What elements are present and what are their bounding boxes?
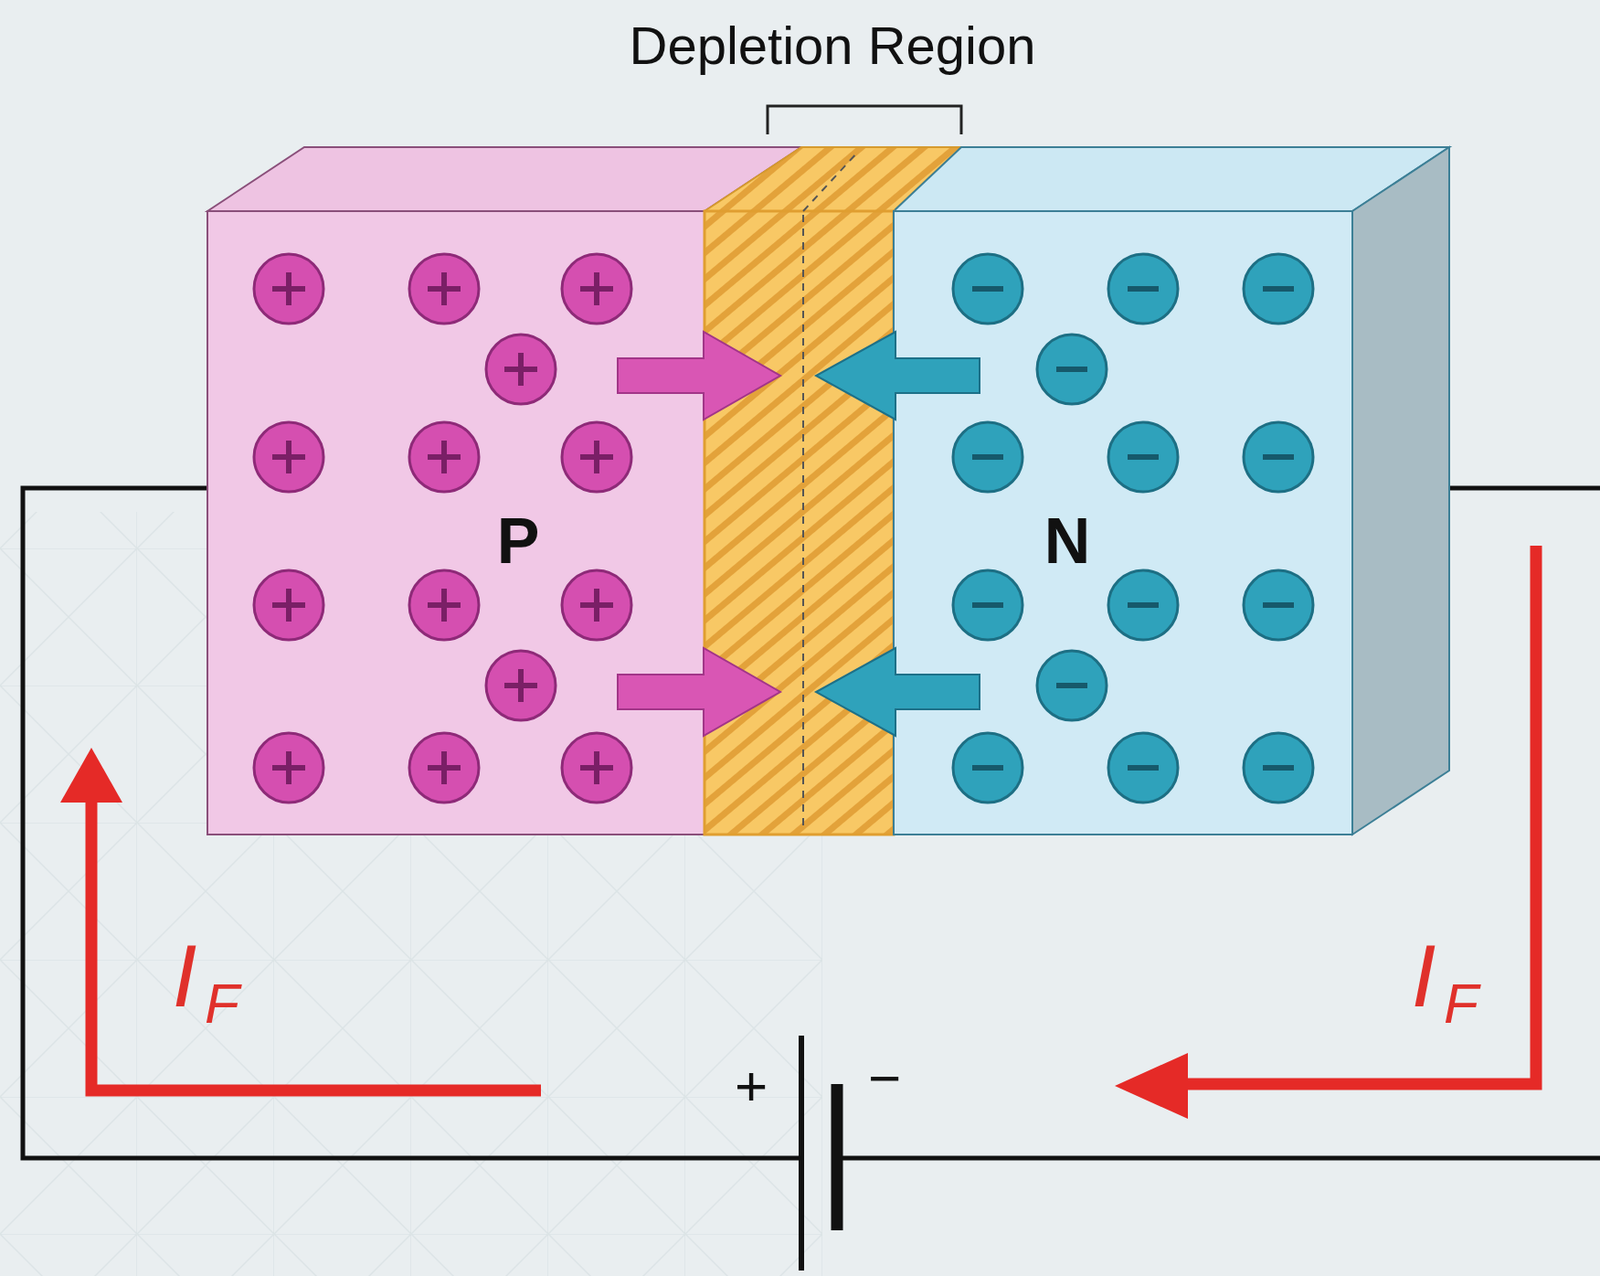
electron-carrier — [1037, 650, 1107, 721]
region-letter: N — [1044, 508, 1092, 573]
hole-carrier — [254, 570, 324, 640]
p-region: P — [207, 211, 705, 835]
junction-line — [803, 150, 859, 212]
hole-drift-arrow — [617, 331, 781, 420]
electron-carrier — [1243, 254, 1314, 324]
battery-plate-long — [798, 1035, 805, 1271]
electron-drift-arrow — [815, 647, 980, 736]
junction-line — [802, 214, 805, 832]
electron-carrier — [1108, 422, 1178, 492]
electron-carrier — [953, 570, 1023, 640]
electron-carrier — [1108, 570, 1178, 640]
current-symbol: I — [172, 932, 198, 1020]
region-letter: P — [497, 508, 541, 573]
battery-minus: − — [868, 1049, 901, 1107]
p-region-face — [207, 211, 705, 835]
n-region-face — [893, 211, 1353, 835]
n-region: N — [893, 211, 1353, 835]
electron-carrier — [1243, 570, 1314, 640]
hole-carrier — [409, 570, 479, 640]
electron-carrier — [1243, 422, 1314, 492]
electron-carrier — [953, 732, 1023, 803]
electron-carrier — [953, 254, 1023, 324]
hole-carrier — [561, 732, 632, 803]
electron-carrier — [1037, 334, 1107, 404]
hole-carrier — [254, 254, 324, 324]
n-side-face — [1352, 147, 1450, 835]
battery-plate-short — [831, 1083, 844, 1230]
depletion-region: Depletion Region — [704, 211, 894, 835]
current-arrowhead — [60, 747, 123, 803]
current-arrow — [91, 785, 541, 1091]
hole-carrier — [254, 732, 324, 803]
battery-plus: + — [734, 1057, 768, 1114]
hole-carrier — [561, 422, 632, 492]
electron-carrier — [1108, 732, 1178, 803]
electron-carrier — [1243, 732, 1314, 803]
current-subscript: F — [204, 974, 240, 1032]
hole-carrier — [409, 254, 479, 324]
current-subscript: F — [1443, 974, 1479, 1032]
hole-carrier — [561, 254, 632, 324]
hole-carrier — [409, 422, 479, 492]
hole-carrier — [254, 422, 324, 492]
hole-carrier — [561, 570, 632, 640]
depletion-face — [704, 211, 894, 835]
hole-drift-arrow — [617, 647, 781, 736]
current-arrow — [1151, 545, 1537, 1084]
p-top-face — [207, 147, 802, 212]
region-bracket — [767, 105, 962, 135]
electron-carrier — [953, 422, 1023, 492]
current-arrowhead — [1114, 1052, 1188, 1119]
hole-carrier — [486, 650, 556, 721]
electron-carrier — [1108, 254, 1178, 324]
electron-drift-arrow — [815, 331, 980, 420]
region-heading: Depletion Region — [629, 19, 1037, 73]
current-symbol: I — [1411, 932, 1437, 1020]
hole-carrier — [486, 334, 556, 404]
hole-carrier — [409, 732, 479, 803]
